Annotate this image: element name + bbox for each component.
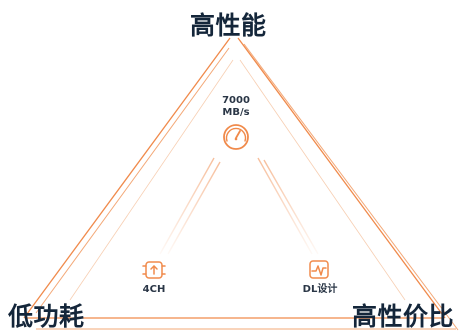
label-low-power: 低功耗 [8, 302, 85, 331]
gauge-icon [223, 124, 249, 150]
outer-triangle [23, 37, 446, 319]
label-high-performance: 高性能 [190, 11, 267, 40]
inner-triangle [35, 43, 459, 331]
tint-lines [69, 59, 406, 301]
channels-feature: 4CH [142, 284, 166, 295]
waveform-icon [309, 260, 329, 279]
dl-feature: DL设计 [302, 284, 338, 295]
label-high-value: 高性价比 [352, 302, 455, 331]
speed-unit: MB/s [222, 106, 250, 118]
chip-arrow-icon [142, 261, 166, 279]
speed-value: 7000 [222, 95, 250, 106]
connector-lines [159, 157, 319, 271]
speed-feature: 7000 MB/s [212, 95, 260, 118]
